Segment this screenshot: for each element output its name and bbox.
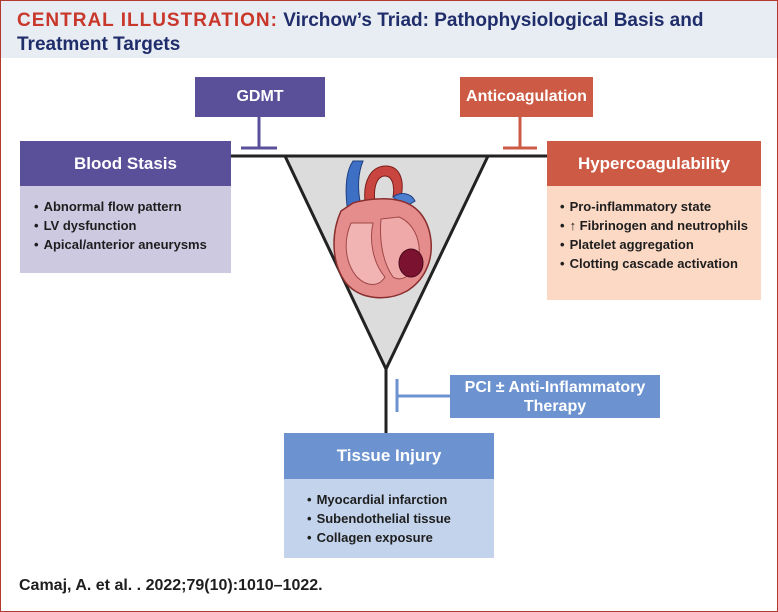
- list-item: •↑ Fibrinogen and neutrophils: [560, 218, 748, 233]
- hypercoagulability-box: Hypercoagulability •Pro-inflammatory sta…: [547, 141, 761, 300]
- list-item: •LV dysfunction: [34, 218, 137, 233]
- gdmt-label: GDMT: [195, 77, 325, 117]
- list-item: •Abnormal flow pattern: [34, 199, 182, 214]
- header-banner: CENTRAL ILLUSTRATION: Virchow’s Triad: P…: [1, 1, 777, 58]
- citation: Camaj, A. et al. . 2022;79(10):1010–1022…: [19, 577, 323, 594]
- list-item: •Collagen exposure: [307, 530, 433, 545]
- central-illustration-label: CENTRAL ILLUSTRATION:: [17, 10, 278, 31]
- heart-illustration: [333, 160, 432, 299]
- list-item: •Apical/anterior aneurysms: [34, 237, 207, 252]
- list-item: •Subendothelial tissue: [307, 511, 451, 526]
- pci-therapy-label: PCI ± Anti-Inflammatory Therapy: [450, 375, 660, 418]
- list-item: •Clotting cascade activation: [560, 256, 738, 271]
- blood-stasis-box: Blood Stasis •Abnormal flow pattern •LV …: [20, 141, 231, 273]
- header-title: CENTRAL ILLUSTRATION: Virchow’s Triad: P…: [17, 10, 703, 32]
- list-item: •Pro-inflammatory state: [560, 199, 712, 214]
- title-line-1: Virchow’s Triad: Pathophysiological Basi…: [283, 10, 704, 31]
- hypercoagulability-title: Hypercoagulability: [547, 141, 761, 186]
- anticoagulation-label: Anticoagulation: [460, 77, 593, 117]
- list-item: •Platelet aggregation: [560, 237, 694, 252]
- tissue-injury-box: Tissue Injury •Myocardial infarction •Su…: [284, 433, 494, 558]
- pci-label-line-1: PCI ± Anti-Inflammatory: [464, 378, 646, 396]
- tissue-injury-list: •Myocardial infarction •Subendothelial t…: [284, 479, 494, 558]
- tissue-injury-title: Tissue Injury: [284, 433, 494, 479]
- hypercoagulability-list: •Pro-inflammatory state •↑ Fibrinogen an…: [547, 186, 761, 300]
- blood-stasis-list: •Abnormal flow pattern •LV dysfunction •…: [20, 186, 231, 273]
- title-line-2: Treatment Targets: [17, 34, 181, 55]
- list-item: •Myocardial infarction: [307, 492, 448, 507]
- pci-label-line-2: Therapy: [523, 397, 587, 415]
- blood-stasis-title: Blood Stasis: [20, 141, 231, 186]
